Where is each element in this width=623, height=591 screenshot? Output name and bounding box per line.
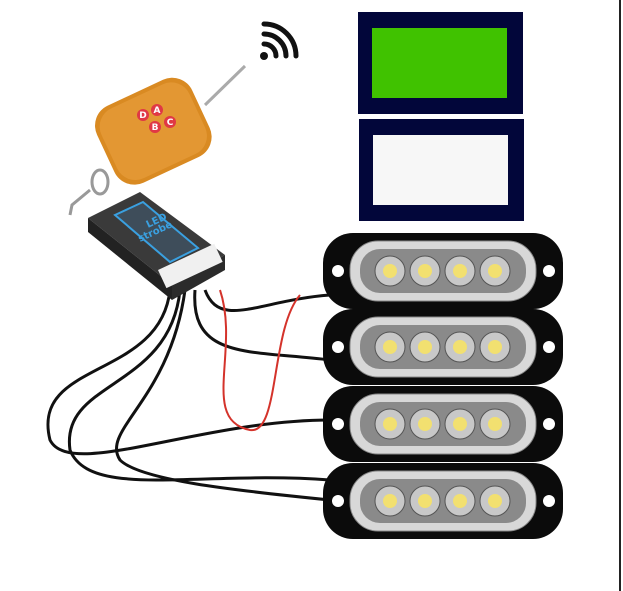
keyring [68, 168, 110, 216]
led-core [453, 417, 467, 431]
remote-button-a: A [154, 106, 161, 116]
led-core [383, 417, 397, 431]
led-core [383, 340, 397, 354]
light-bar [323, 233, 563, 309]
remote-button-b: B [152, 123, 159, 133]
led-core [453, 494, 467, 508]
light-bar [323, 309, 563, 385]
swatch-fill [373, 135, 508, 205]
remote-button-d: D [139, 111, 146, 121]
light-bar [323, 463, 563, 539]
led-core [418, 494, 432, 508]
led-core [488, 417, 502, 431]
led-core [418, 340, 432, 354]
led-core [488, 494, 502, 508]
led-core [383, 264, 397, 278]
image-edge [619, 0, 621, 591]
red-wire [219, 289, 301, 432]
wire-bundle [46, 289, 331, 502]
antenna [203, 64, 247, 107]
remote-button-c: C [167, 118, 174, 128]
led-core [453, 340, 467, 354]
strobe-controller: LED strobe [88, 192, 225, 300]
color-swatch-white[interactable] [359, 119, 524, 221]
led-core [418, 264, 432, 278]
light-bar [323, 386, 563, 462]
led-core [488, 264, 502, 278]
wifi-signal-icon [260, 21, 299, 60]
led-core [418, 417, 432, 431]
remote-buttons: D A B C [137, 104, 176, 133]
swatch-fill [372, 28, 507, 98]
led-core [383, 494, 397, 508]
led-core [453, 264, 467, 278]
color-swatch-green[interactable] [358, 12, 523, 114]
led-core [488, 340, 502, 354]
